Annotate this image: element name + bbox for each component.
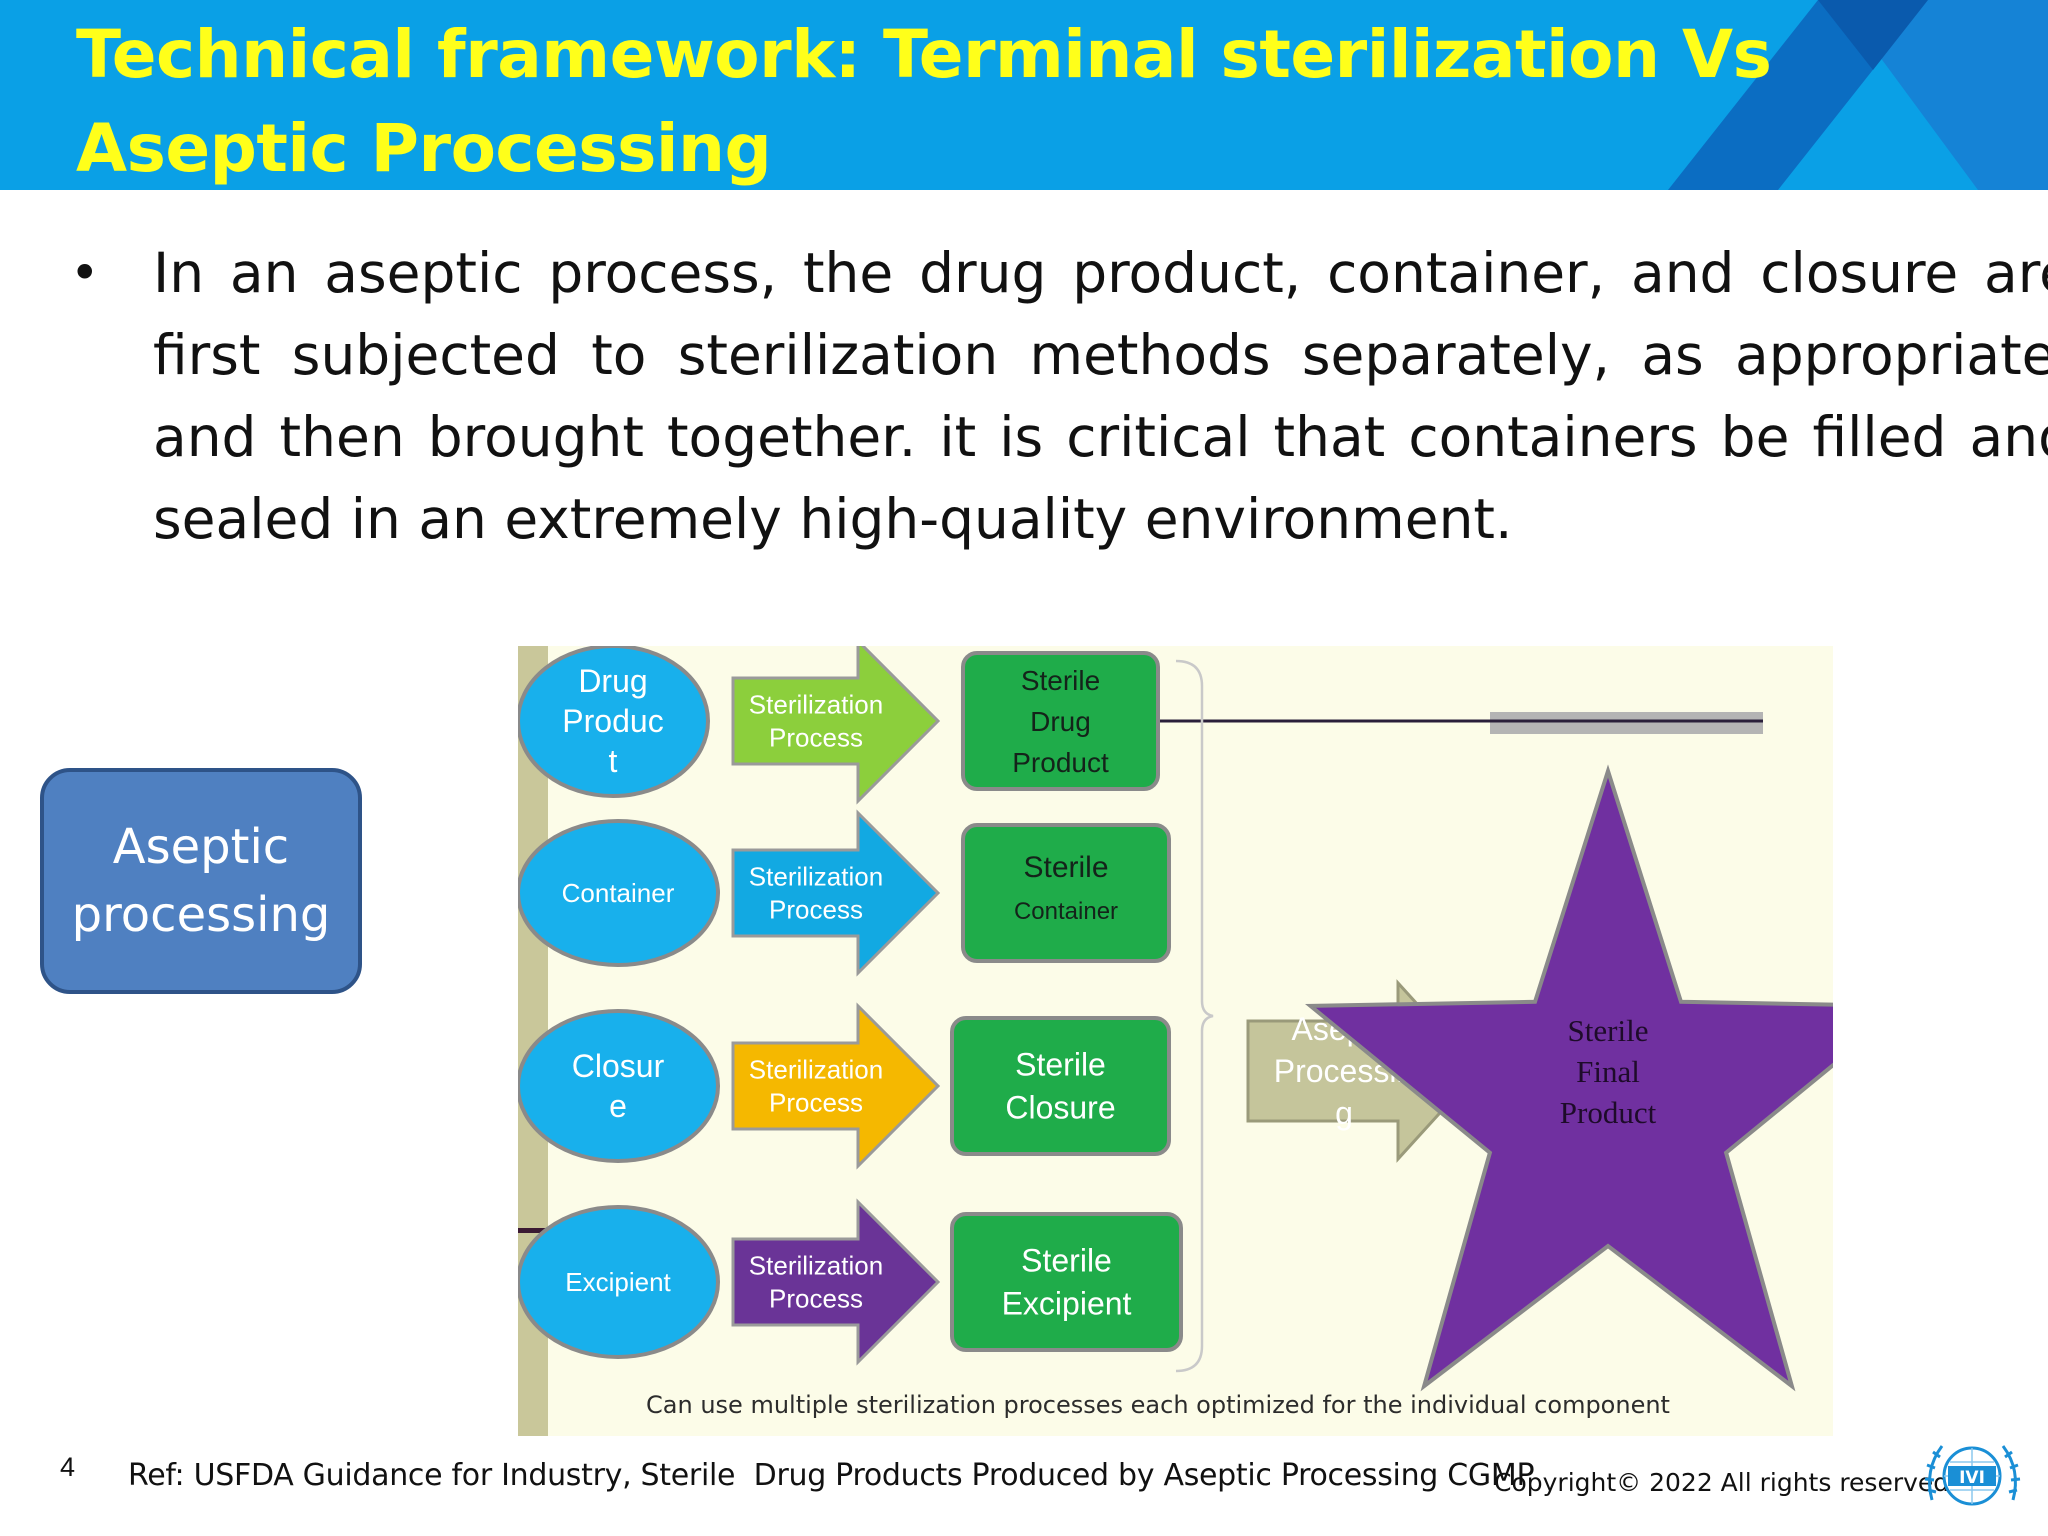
sterilization-arrow <box>731 1198 941 1366</box>
component-ellipse <box>518 1009 720 1163</box>
sterile-box-label: Container <box>1014 898 1118 925</box>
bullet-icon: • <box>70 244 100 302</box>
aseptic-processing-box: Aseptic processing <box>40 768 362 994</box>
page-number: 4 <box>60 1452 76 1482</box>
component-ellipse <box>518 646 710 798</box>
header-decoration <box>1668 0 2048 190</box>
sterile-component-box <box>961 651 1160 791</box>
grey-bar <box>1490 712 1763 734</box>
sterile-box-label: Sterile <box>1021 1243 1112 1279</box>
sterile-box-label: Excipient <box>1002 1286 1132 1322</box>
sterilization-arrow-label: Process <box>769 1284 863 1314</box>
sterilization-arrow <box>731 809 941 977</box>
sterilization-arrow-label: Process <box>769 1088 863 1118</box>
sterilization-arrow-label: Process <box>769 723 863 753</box>
component-label: e <box>609 1088 627 1124</box>
aseptic-box-line2: processing <box>71 887 331 943</box>
star-label: Sterile <box>1568 1013 1649 1048</box>
sterilization-arrow-label: Sterilization <box>749 862 883 892</box>
sterilization-arrow-label: Sterilization <box>749 1251 883 1281</box>
sterile-box-label: Product <box>1012 747 1109 778</box>
sterile-component-box <box>950 1016 1171 1156</box>
sterile-final-product-star <box>1305 764 1833 1392</box>
component-label: Closur <box>572 1048 665 1084</box>
grouping-bracket <box>1175 659 1214 1373</box>
sterilization-arrow-label: Sterilization <box>749 1055 883 1085</box>
component-label: Produc <box>562 703 663 739</box>
component-label: t <box>609 743 618 779</box>
title-bar: Technical framework: Terminal sterilizat… <box>0 0 2048 190</box>
sterilization-arrow <box>731 1002 941 1170</box>
sterile-box-label: Closure <box>1005 1090 1115 1126</box>
sterilization-arrow-label: Process <box>769 895 863 925</box>
left-bar-tick <box>518 1228 546 1233</box>
copyright-text: Copyright© 2022 All rights reserved <box>1494 1468 1950 1497</box>
slide-title: Technical framework: Terminal sterilizat… <box>76 16 1772 187</box>
sterilization-arrow-label: Sterilization <box>749 690 883 720</box>
aseptic-box-line1: Aseptic <box>112 819 290 875</box>
reference-text: Ref: USFDA Guidance for Industry, Steril… <box>128 1458 1535 1493</box>
component-label: Excipient <box>565 1267 671 1297</box>
component-ellipse <box>518 819 720 967</box>
logo-text: IVI <box>1959 1468 1985 1488</box>
sterilization-arrow <box>731 646 941 805</box>
component-ellipse <box>518 1205 720 1359</box>
star-label: Product <box>1560 1095 1657 1130</box>
component-label: Drug <box>578 663 647 699</box>
sterile-box-label: Sterile <box>1015 1047 1106 1083</box>
sterile-component-box <box>961 823 1171 963</box>
bullet-text: In an aseptic process, the drug product,… <box>153 241 2048 551</box>
aseptic-process-diagram: DrugProductSterilizationProcessSterileDr… <box>518 646 1833 1436</box>
ivi-logo: IVI <box>1924 1445 2021 1506</box>
sterile-component-box <box>950 1212 1183 1352</box>
sterile-box-label: Sterile <box>1021 665 1100 696</box>
star-label: Final <box>1576 1054 1640 1089</box>
aseptic-arrow-label: g <box>1335 1095 1353 1131</box>
diagram-caption: Can use multiple sterilization processes… <box>646 1391 1670 1419</box>
sterile-box-label: Sterile <box>1023 851 1108 884</box>
sterile-box-label: Drug <box>1030 706 1091 737</box>
component-label: Container <box>562 878 675 908</box>
